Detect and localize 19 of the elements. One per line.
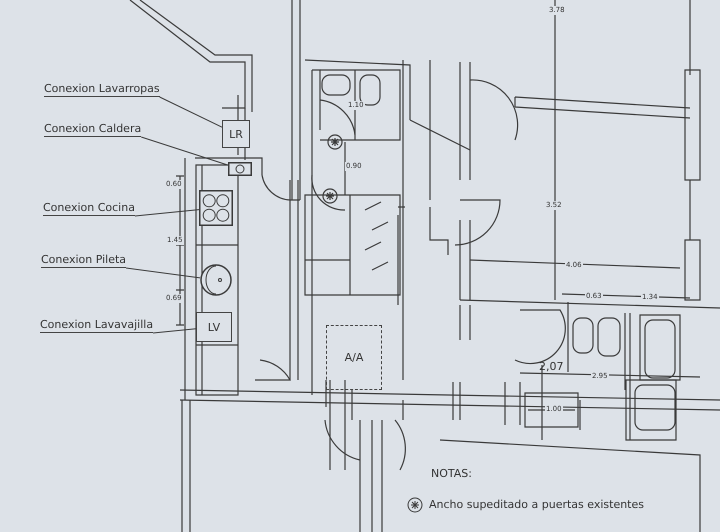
- boiler-symbol: [228, 162, 252, 176]
- callout-label: Conexion Caldera: [44, 122, 142, 137]
- callout-label: Conexion Lavavajilla: [40, 318, 154, 333]
- dimension-label: 2,07: [538, 360, 564, 373]
- leader-line: [140, 136, 228, 166]
- callout-label: Conexion Pileta: [41, 253, 126, 268]
- sink-symbol: [200, 264, 232, 296]
- notes-heading: NOTAS:: [430, 467, 473, 480]
- air-conditioner-box: A/A: [326, 325, 382, 390]
- leader-line: [126, 268, 200, 278]
- appliance-box: LR: [222, 120, 250, 148]
- callout-label: Conexion Cocina: [43, 201, 135, 216]
- leader-line: [152, 328, 196, 334]
- leader-line: [159, 96, 222, 128]
- appliance-box: LV: [196, 312, 232, 342]
- note-text: Ancho supeditado a puertas existentes: [428, 498, 645, 511]
- callout-label: Conexion Lavarropas: [44, 82, 160, 97]
- leader-line: [134, 209, 200, 216]
- cooktop-symbol: [199, 190, 233, 226]
